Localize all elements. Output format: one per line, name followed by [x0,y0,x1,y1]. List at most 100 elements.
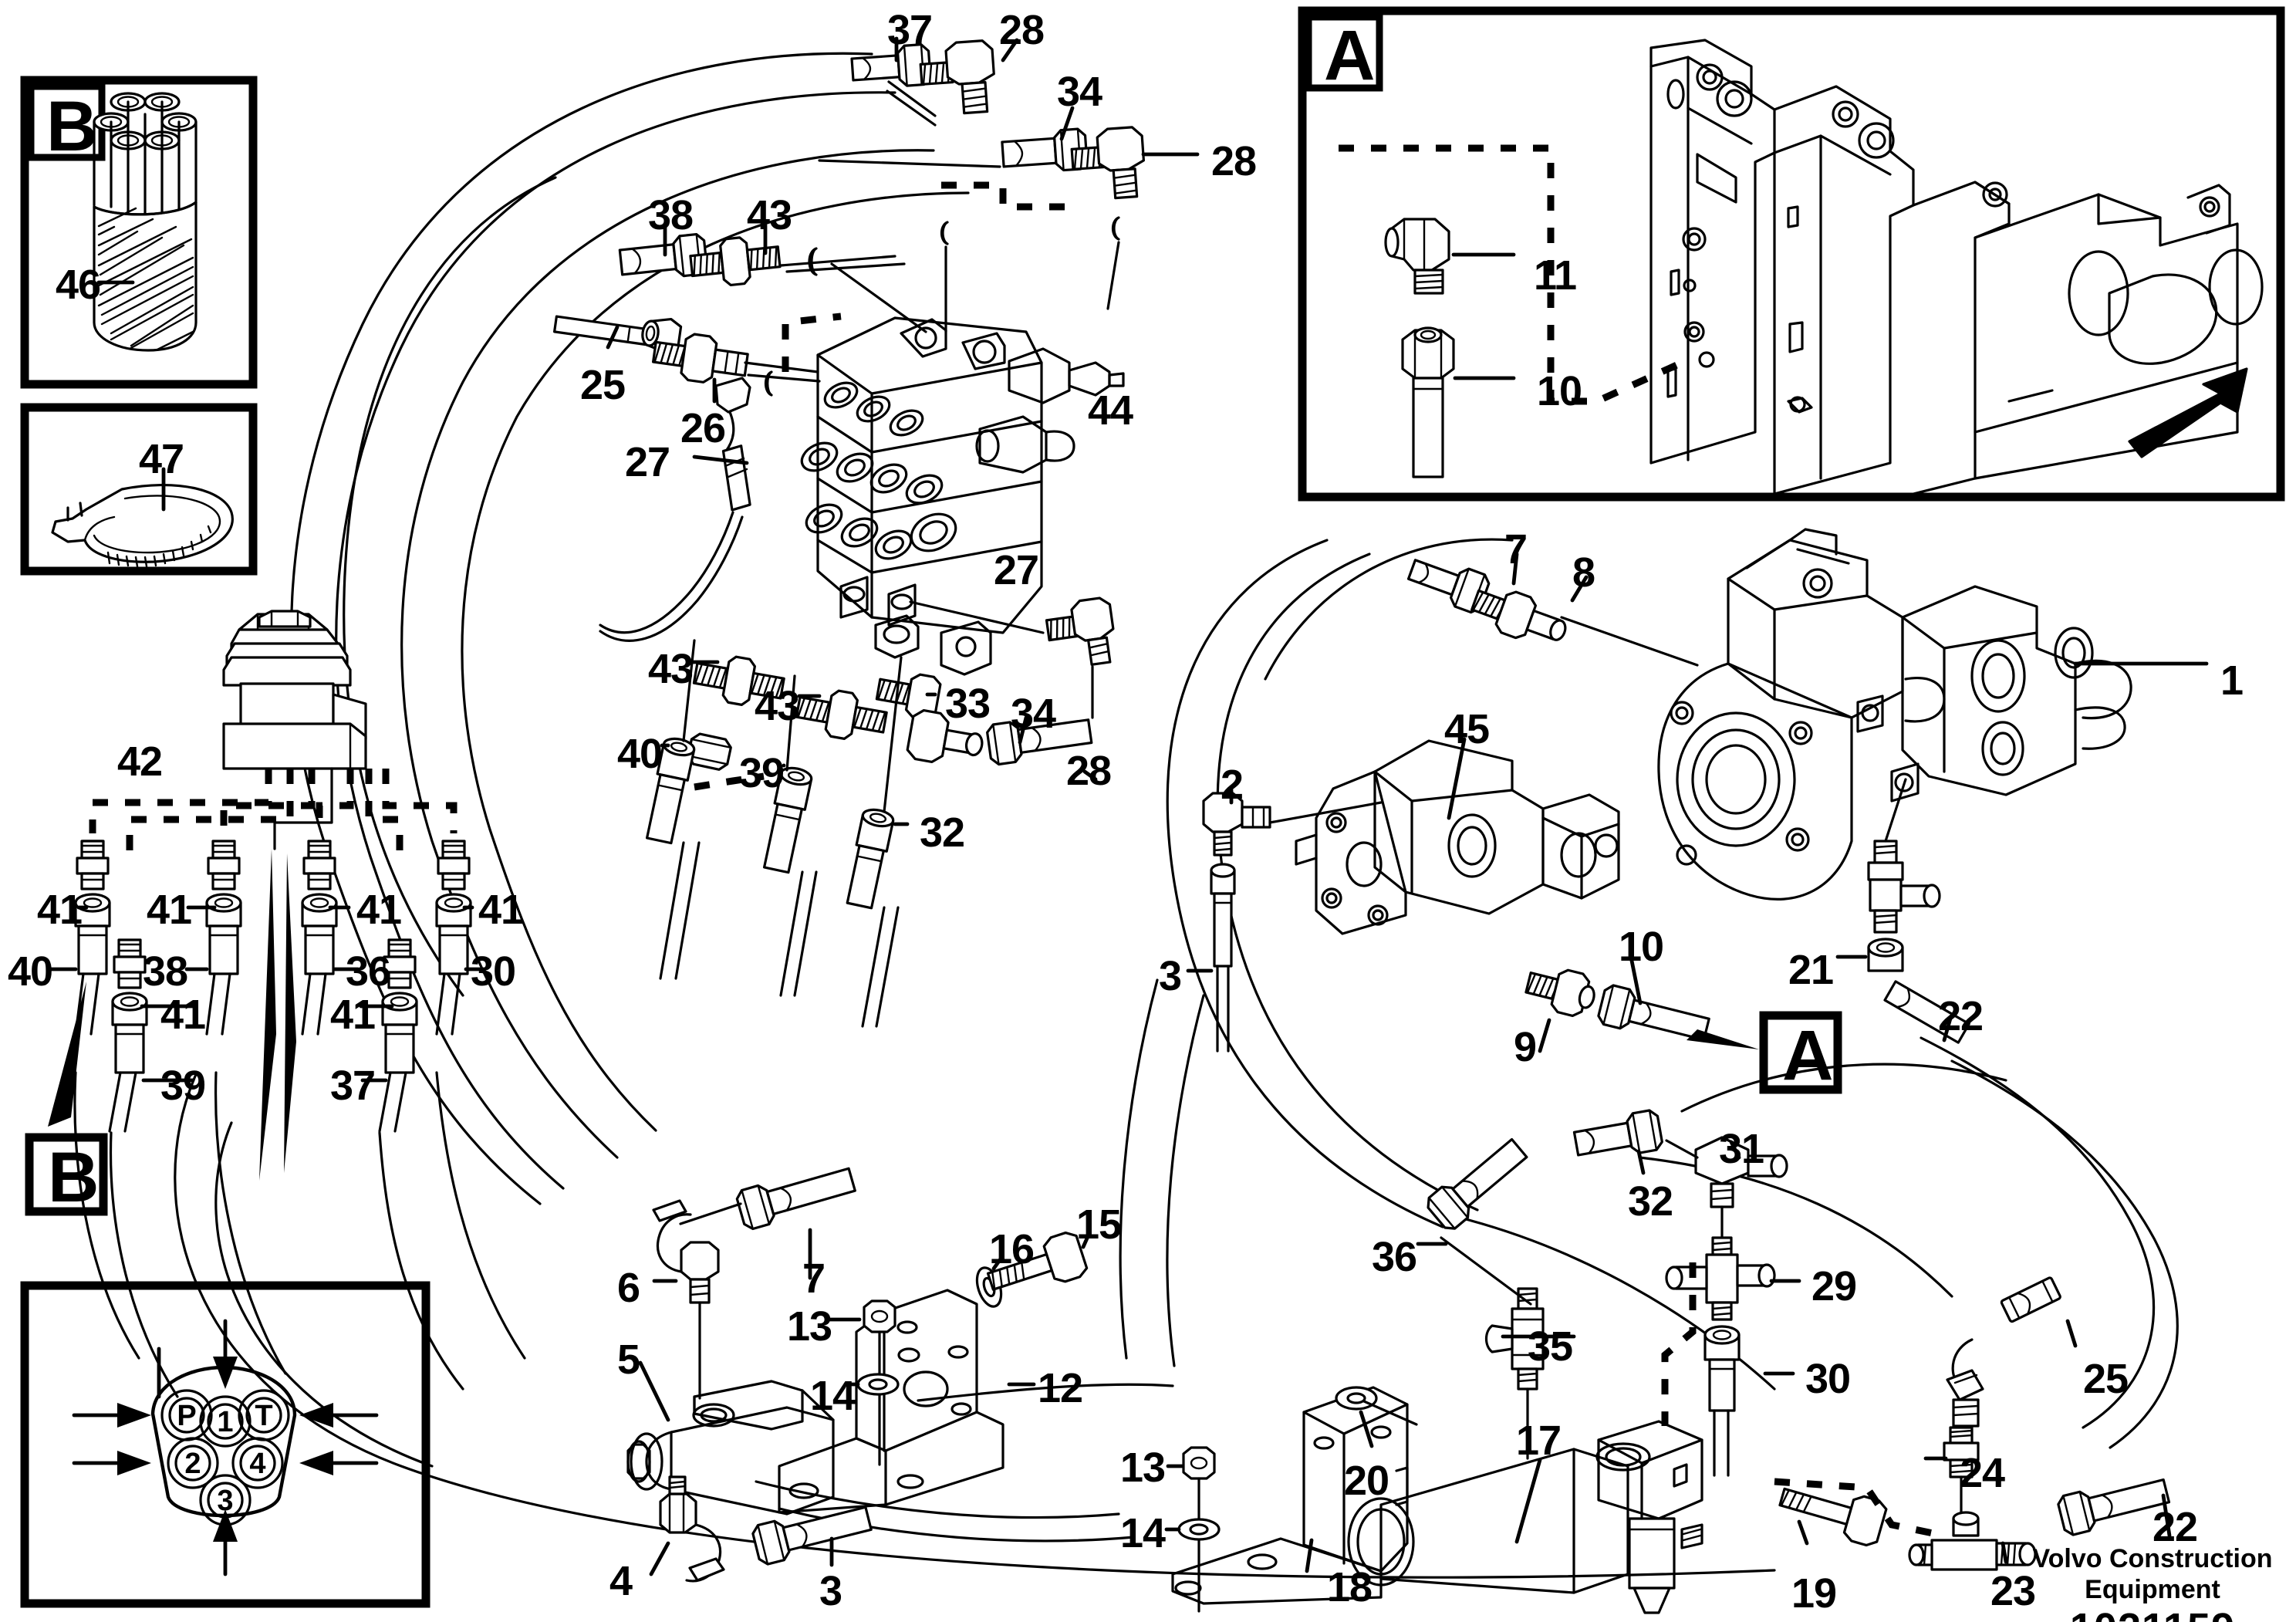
callout-14: 14 [1120,1510,1166,1556]
detail-box-a-letter: A [1324,16,1376,95]
callout-5: 5 [617,1336,640,1383]
callout-3: 3 [1159,953,1182,999]
callout-9: 9 [1514,1024,1537,1070]
callout-28: 28 [1066,748,1112,794]
callout-41: 41 [356,887,402,933]
callout-10: 10 [1619,924,1664,970]
fitting-col-1 [74,840,111,1036]
callout-27: 27 [994,547,1039,593]
callout-30: 30 [1805,1356,1851,1402]
callout-11: 11 [1534,252,1577,299]
callout-25: 25 [2083,1356,2129,1402]
callout-20: 20 [1344,1458,1389,1504]
callout-22: 22 [1938,993,1984,1039]
callout-36: 36 [1372,1234,1417,1280]
brand-line-1: Volvo Construction [2032,1544,2273,1573]
callout-39: 39 [739,750,785,796]
callout-41: 41 [160,992,206,1038]
callout-41: 41 [330,992,376,1038]
callout-32: 32 [920,809,965,856]
callout-34: 34 [1057,69,1102,115]
callout-17: 17 [1516,1418,1562,1464]
callout-18: 18 [1327,1564,1373,1610]
callout-30: 30 [471,948,516,995]
hose-routing-lines [174,52,2179,1579]
drawing-number: 1021159 [2021,1605,2284,1622]
callout-21: 21 [1788,947,1834,993]
callout-37: 37 [330,1063,376,1109]
callout-13: 13 [1120,1445,1166,1491]
legend-port-2: 2 [184,1448,201,1480]
callout-40: 40 [8,948,53,995]
callout-8: 8 [1572,549,1595,596]
callout-7: 7 [1504,526,1528,573]
callout-35: 35 [1528,1323,1573,1370]
callout-7: 7 [802,1255,826,1302]
callout-1: 1 [2220,657,2244,704]
callout-28: 28 [999,7,1045,53]
callout-6: 6 [617,1265,640,1311]
callout-31: 31 [1719,1126,1764,1172]
fitting-col-4 [435,840,472,1036]
callout-29: 29 [1811,1263,1857,1309]
legend-port-box [20,1281,430,1608]
callout-43: 43 [755,683,800,729]
callout-42: 42 [117,738,163,785]
callout-40: 40 [617,731,663,777]
callout-37: 37 [887,7,933,53]
cylinder-bracket-assembly [1164,1107,2172,1614]
callout-12: 12 [1038,1365,1083,1411]
callout-38: 38 [143,948,188,995]
callout-23: 23 [1990,1568,2036,1614]
detail-box-cable-tie [20,403,258,576]
legend-port-4: 4 [249,1448,266,1480]
ref-mark-b: B [48,1138,100,1217]
top-fittings [818,36,1200,333]
callout-41: 41 [37,887,83,933]
legend-port-P: P [177,1400,197,1432]
detail-box-b-hose-bundle [20,76,258,389]
callout-32: 32 [1628,1178,1673,1225]
legend-port-T: T [255,1400,273,1432]
callout-24: 24 [1960,1450,2005,1496]
callout-47: 47 [139,436,184,482]
callout-39: 39 [160,1063,206,1109]
callout-27: 27 [625,439,670,485]
callout-3: 3 [819,1568,842,1614]
callout-43: 43 [747,192,792,238]
legend-port-3: 3 [217,1485,234,1517]
callout-36: 36 [346,948,391,995]
fitting-col-6 [378,938,418,1133]
callout-4: 4 [609,1558,633,1604]
accumulator-bracket-assembly [626,1167,1092,1583]
ref-box-a-frame [1759,1011,1842,1094]
callout-41: 41 [478,887,524,933]
brand-line-2: Equipment [2085,1575,2220,1604]
legend-port-1: 1 [217,1406,234,1438]
callout-33: 33 [945,681,991,727]
callout-16: 16 [989,1226,1035,1272]
ref-box-b-frame [25,1133,108,1216]
callout-46: 46 [56,262,101,308]
valve-lower-fittings [645,596,1115,1028]
callout-25: 25 [580,362,626,408]
fitting-col-5 [108,938,148,1133]
pilot-control-joystick [48,610,526,1398]
callout-34: 34 [1011,691,1056,737]
fitting-col-3 [301,840,338,1036]
hydraulic-pump-group [1186,528,2209,1053]
callout-19: 19 [1791,1570,1837,1617]
callout-13: 13 [787,1303,832,1350]
callout-15: 15 [1076,1201,1122,1248]
left-valve-fittings [553,181,1069,791]
callout-45: 45 [1444,706,1490,752]
callout-2: 2 [1221,762,1244,808]
callout-10: 10 [1537,368,1582,414]
callout-43: 43 [648,646,694,692]
callout-44: 44 [1088,387,1133,434]
detail-box-a-frame [1298,6,2285,502]
callout-14: 14 [810,1373,856,1419]
detail-box-b-letter: B [46,87,98,166]
